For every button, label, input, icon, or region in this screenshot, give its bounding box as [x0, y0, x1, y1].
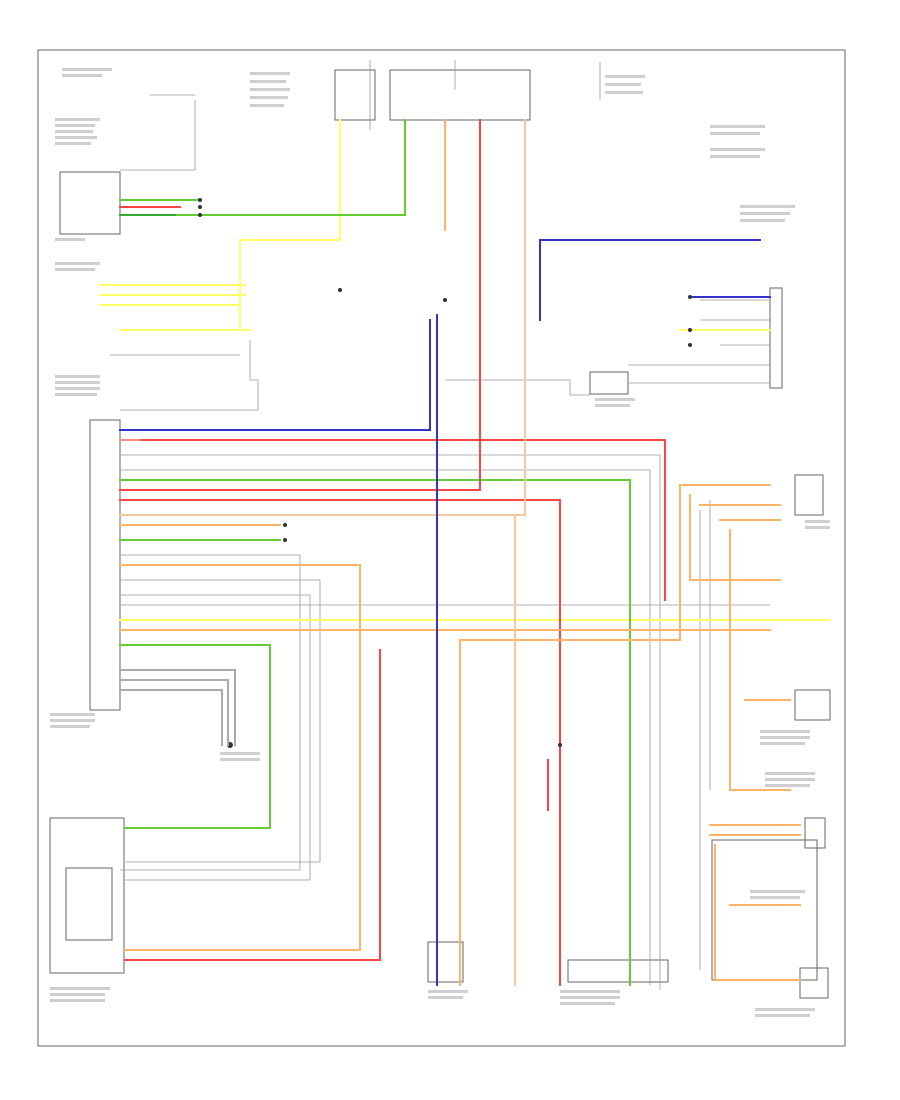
- connector-pins: [198, 198, 692, 748]
- component-box-bottom-right: [711, 839, 818, 981]
- diagram-frame: [37, 49, 846, 1047]
- component-box-right-sensor-1: [794, 474, 824, 516]
- component-box-right-sensor-3: [804, 817, 826, 849]
- component-box-top-left: [59, 171, 121, 235]
- sensor-bundle: [119, 669, 236, 746]
- component-box-bottom-center-b: [567, 959, 669, 983]
- component-box-bottom-center-a: [427, 941, 464, 983]
- component-box-throttle-inner: [65, 867, 113, 941]
- red-wires: [119, 119, 666, 986]
- light-orange-wires: [119, 119, 526, 986]
- component-box-top-center-b: [389, 69, 531, 121]
- label-blocks: [50, 68, 830, 1017]
- component-box-right-sensor-2: [794, 689, 831, 721]
- component-box-relay: [589, 371, 629, 395]
- green-wires: [119, 119, 631, 986]
- component-box-right-sensor-4: [799, 967, 829, 999]
- yellow-wires: [99, 119, 831, 621]
- orange-wires: [119, 119, 801, 986]
- component-box-right-connector: [769, 287, 783, 389]
- component-box-top-center-a: [334, 69, 376, 121]
- grey-wires: [110, 60, 770, 990]
- blue-wires: [119, 239, 771, 986]
- component-box-main-module: [89, 419, 121, 711]
- component-box-throttle: [49, 817, 125, 974]
